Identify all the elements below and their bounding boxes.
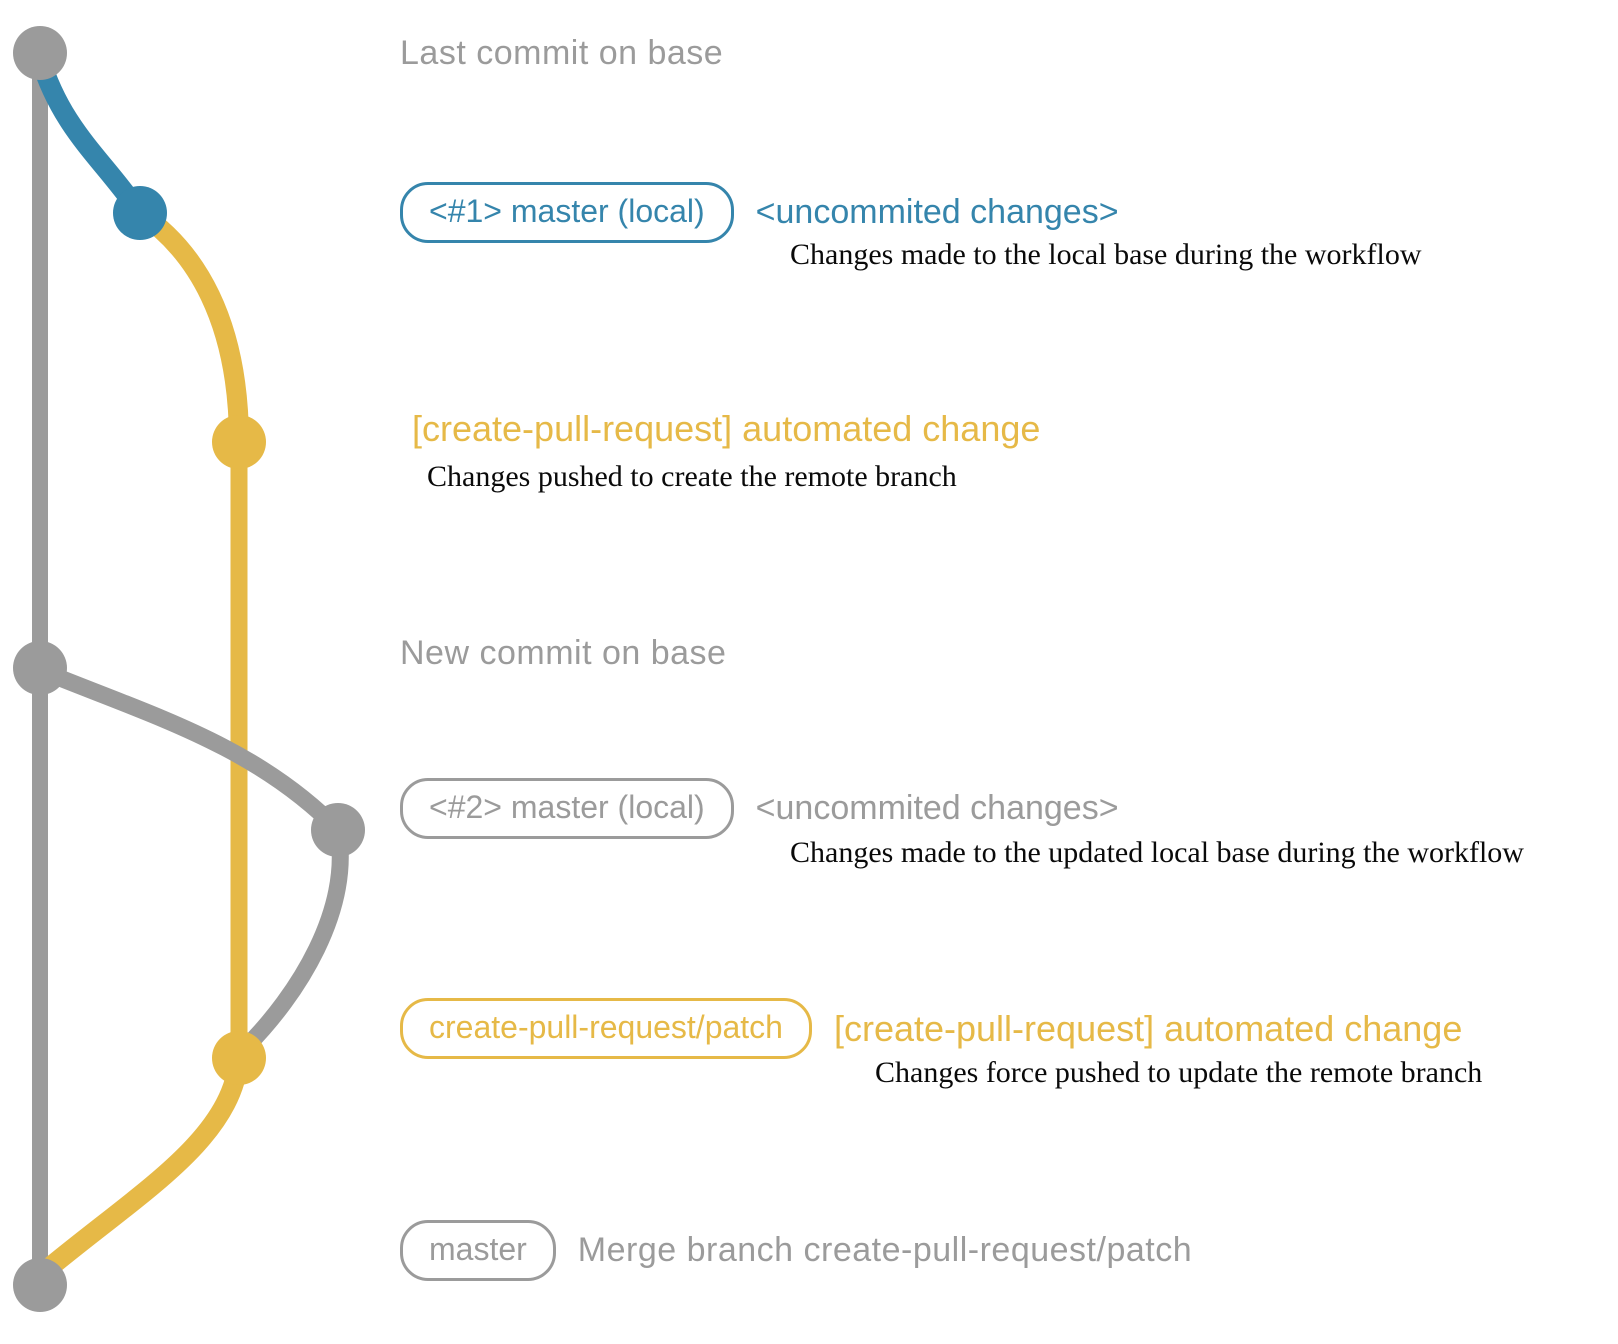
remote-branch-curve-up — [130, 203, 249, 452]
local-branch-curve-2-down — [236, 821, 349, 1057]
commit-dot-remote-2 — [212, 1031, 266, 1085]
remote-branch-merge-curve — [34, 1048, 249, 1282]
commit-dot-new-base — [13, 641, 67, 695]
push2-headline: [create-pull-request] automated change — [833, 1007, 1463, 1049]
commit1-row: <#1> master (local) <uncommited changes> — [400, 182, 1119, 243]
commit2-branch-badge: <#2> master (local) — [400, 778, 734, 839]
commit2-description: Changes made to the updated local base d… — [790, 836, 1524, 869]
commit-dot-local-1 — [113, 186, 167, 240]
master-branch-badge: master — [400, 1220, 556, 1281]
commit-dot-remote-1 — [212, 415, 266, 469]
merge-description: Merge branch create-pull-request/patch — [577, 1231, 1193, 1269]
commit1-description: Changes made to the local base during th… — [790, 238, 1422, 271]
local-branch-curve-2 — [31, 661, 347, 839]
commit-dot-last-base — [13, 26, 67, 80]
new-commit-label: New commit on base — [400, 634, 727, 672]
commit-graph — [13, 26, 365, 1312]
merge-row: master Merge branch create-pull-request/… — [400, 1220, 1192, 1281]
push1-description: Changes pushed to create the remote bran… — [427, 460, 957, 493]
push1-headline: [create-pull-request] automated change — [412, 408, 1041, 449]
commit1-branch-badge: <#1> master (local) — [400, 182, 734, 243]
commit-dot-merge — [13, 1258, 67, 1312]
commit-dot-local-2 — [311, 803, 365, 857]
patch-branch-badge: create-pull-request/patch — [400, 998, 812, 1059]
push2-description: Changes force pushed to update the remot… — [875, 1056, 1483, 1089]
local-branch-curve-1 — [30, 48, 150, 223]
commit2-row: <#2> master (local) <uncommited changes> — [400, 778, 1119, 839]
last-commit-label: Last commit on base — [400, 34, 724, 72]
push2-row: create-pull-request/patch [create-pull-r… — [400, 998, 1462, 1059]
commit1-headline: <uncommited changes> — [755, 193, 1119, 231]
commit2-headline: <uncommited changes> — [755, 789, 1119, 827]
